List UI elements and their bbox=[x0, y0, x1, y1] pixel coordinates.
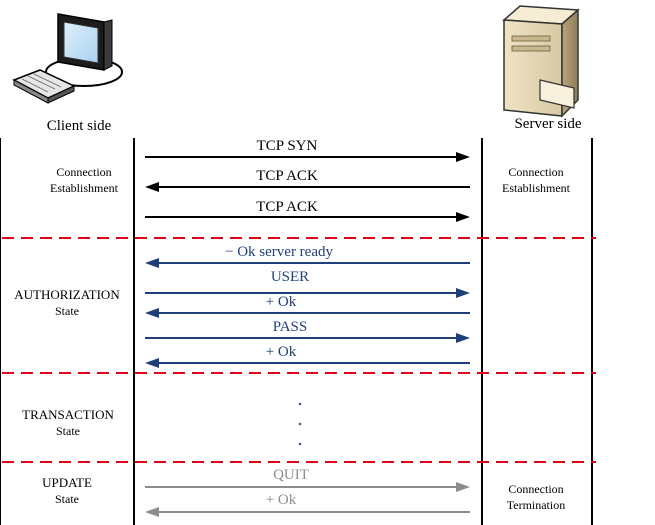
state-label-line2: State bbox=[56, 424, 80, 438]
state-label-line1: Connection bbox=[508, 165, 564, 179]
arrow-head bbox=[145, 308, 159, 318]
message-label: PASS bbox=[272, 319, 308, 335]
message-label: + Ok bbox=[265, 492, 297, 508]
message-arrow bbox=[145, 182, 470, 192]
state-label-line2: Establishment bbox=[502, 181, 570, 195]
message-arrow bbox=[145, 358, 470, 368]
arrow-head bbox=[145, 507, 159, 517]
message-label: TCP ACK bbox=[256, 168, 318, 184]
arrow-head bbox=[145, 358, 159, 368]
state-label-line2: Establishment bbox=[50, 181, 118, 195]
message-arrow bbox=[145, 507, 470, 517]
transaction-state-label: TRANSACTION State bbox=[0, 407, 136, 439]
state-label-line1: AUTHORIZATION bbox=[14, 287, 120, 302]
arrow-head bbox=[456, 333, 470, 343]
state-label-line1: TRANSACTION bbox=[22, 407, 114, 422]
server-side-label: Server side bbox=[514, 116, 582, 132]
continuation-dots bbox=[298, 402, 302, 446]
message-arrow bbox=[145, 152, 470, 162]
arrow-head bbox=[456, 152, 470, 162]
message-label: TCP ACK bbox=[256, 199, 318, 215]
message-label: USER bbox=[270, 269, 310, 285]
message-label: + Ok bbox=[265, 294, 297, 310]
server-tower-icon bbox=[502, 5, 580, 118]
arrow-head bbox=[145, 258, 159, 268]
state-label-line1: UPDATE bbox=[42, 475, 92, 490]
arrow-head bbox=[145, 182, 159, 192]
connection-establishment-client-label: Connection Establishment bbox=[20, 164, 148, 196]
message-arrow bbox=[145, 482, 470, 492]
state-label-line2: State bbox=[55, 304, 79, 318]
state-label-line1: Connection bbox=[56, 165, 112, 179]
state-separators bbox=[2, 237, 596, 463]
message-arrow bbox=[145, 308, 470, 318]
desktop-computer-icon bbox=[12, 13, 123, 104]
arrow-head bbox=[456, 212, 470, 222]
state-label-line2: State bbox=[55, 492, 79, 506]
lifelines bbox=[0, 138, 593, 525]
connection-establishment-server-label: Connection Establishment bbox=[472, 164, 600, 196]
message-label: − Ok server ready bbox=[225, 244, 333, 260]
update-state-label: UPDATE State bbox=[0, 475, 134, 507]
message-label: TCP SYN bbox=[256, 138, 318, 154]
message-arrow bbox=[145, 258, 470, 268]
message-label: QUIT bbox=[273, 467, 309, 483]
message-arrow bbox=[145, 333, 470, 343]
arrow-head bbox=[456, 482, 470, 492]
arrow-head bbox=[456, 288, 470, 298]
state-label-line1: Connection bbox=[508, 482, 564, 496]
state-label-line2: Termination bbox=[506, 498, 566, 512]
message-arrow bbox=[145, 212, 470, 222]
client-side-label: Client side bbox=[46, 118, 112, 134]
message-label: + Ok bbox=[265, 344, 297, 360]
authorization-state-label: AUTHORIZATION State bbox=[0, 287, 134, 319]
message-arrow bbox=[145, 288, 470, 298]
connection-termination-label: Connection Termination bbox=[472, 481, 600, 513]
